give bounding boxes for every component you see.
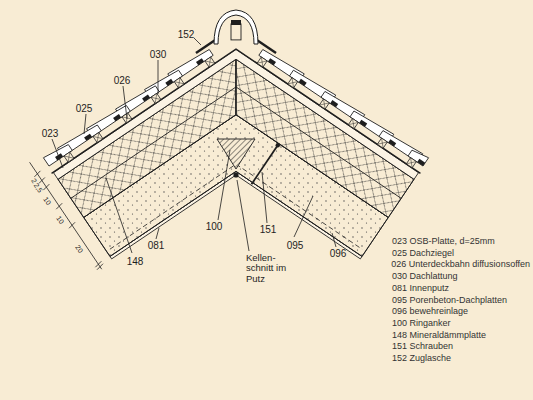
callout-number: 026 [114,75,131,86]
legend-entry: 100 Ringanker [392,319,451,329]
leader-line [106,178,132,253]
osb-board [53,50,418,180]
dimension-tick [39,177,45,183]
dimension-tick [95,261,101,267]
batten-cross [411,158,413,168]
batten-cross [382,138,384,148]
roof-batten [151,93,161,103]
screw-head [276,143,280,147]
callout-number: 151 [260,224,277,235]
insulation-hatch [58,59,236,217]
legend-entry: 096 bewehreinlage [392,307,468,317]
batten-cross [97,132,99,142]
callout-number: 095 [287,240,304,251]
roof-batten [64,152,74,162]
note-text: Kellen- schnitt im Putz [246,253,290,284]
leader-line [156,228,159,239]
roof-batten [319,99,329,109]
callout-number: 081 [148,240,165,251]
legend-entry: 081 Innenputz [392,284,449,294]
dimension: 20 [74,243,85,254]
legend-entry: 023 OSB-Platte, d=25mm [392,237,495,247]
dimension-tick [69,222,75,228]
tile-clip [299,79,307,86]
dimension: 10 [42,195,53,206]
batten-cross [178,78,180,88]
legend-entry: 095 Porenbeton-Dachplatten [392,296,507,306]
dimension-line [30,162,102,269]
tile-clip [196,58,204,65]
trowel-cut [233,172,238,177]
legend-entry: 152 Zuglasche [392,354,451,364]
dimension-tick [56,203,62,209]
leader-line [158,60,159,94]
roof-batten [174,78,184,88]
callout-number: 148 [127,256,144,267]
callout-number: 030 [150,49,167,60]
leader-line [123,86,127,119]
ring-beam-hatch [217,139,255,169]
tile-clip [84,134,92,141]
tile-clip [113,114,121,121]
callout-number: 025 [76,103,93,114]
tile-clip [268,58,276,65]
legend-entry: 030 Dachlattung [392,272,458,282]
roof-batten [205,57,215,67]
legend-entry: 025 Dachziegel [392,249,454,259]
tile-clip [330,100,338,107]
leader-line [194,38,201,45]
legend-entry: 148 Mineraldämmplatte [392,331,486,341]
roof-batten [257,57,267,67]
batten-cross [68,152,70,162]
ring-beam [217,139,255,169]
leader-line [237,180,249,251]
roof-batten [348,118,358,128]
underlay-membrane [52,49,421,173]
ridge-batten [231,24,241,40]
roof-batten [406,158,416,168]
tile-clip [388,139,396,146]
batten-cross [324,99,326,109]
leader-line [218,150,230,220]
insulation-joint [71,87,401,198]
tile-clip [142,94,150,101]
tile-clip [417,159,425,166]
callout-number: 100 [206,221,223,232]
legend-entry: 151 Schrauben [392,342,453,352]
ridge-clip [231,20,241,25]
leader-line [294,196,313,237]
dimension: 10 [54,214,65,225]
batten-cross [155,93,157,103]
roof-batten [288,78,298,88]
tile-clip [165,79,173,86]
callout-number: 152 [178,29,195,40]
batten-cross [209,57,211,67]
leader-line [52,139,63,168]
dimension-tick [43,184,49,190]
insulation-board [58,59,236,217]
leader-line [332,233,336,247]
legend-entry: 026 Unterdeckbahn diffusionsoffen [391,260,530,270]
reinforcement-line [110,164,362,249]
batten-cross [261,57,263,67]
roof-batten [377,138,387,148]
callout-number: 023 [42,128,59,139]
batten-cross [292,78,294,88]
tile-clip [359,120,367,127]
leader-line [84,114,86,134]
screw [251,145,277,184]
batten-cross [353,118,355,128]
ridge-tile [214,10,258,44]
leader-line [262,172,267,223]
dimension-tick [34,171,40,177]
callout-number: 096 [330,248,347,259]
roof-batten [93,132,103,142]
dimension: 2,5 [32,182,44,194]
